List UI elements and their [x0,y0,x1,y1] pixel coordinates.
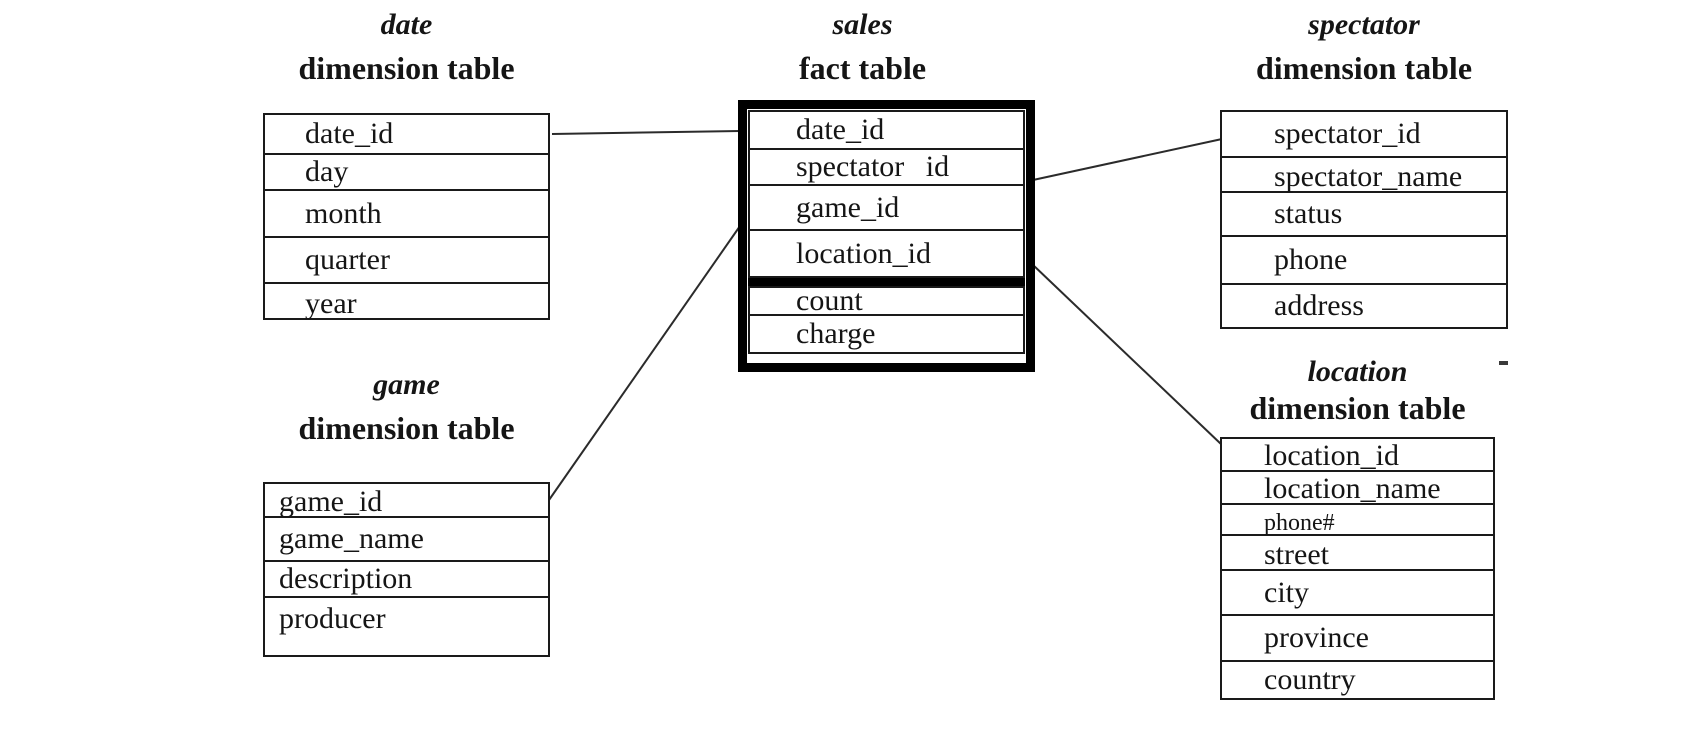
sales-table-title: sales fact table [714,8,1011,86]
table-row: year [305,287,357,321]
table-row: phone# [1222,505,1493,536]
game-table-type-label: dimension table [298,410,515,446]
table-row: game_id [265,484,548,518]
table-row: description [265,562,548,598]
table-row: spectator_id [1222,112,1506,158]
table-row: charge [796,317,876,350]
relationship-line-game-sales [548,225,741,501]
spectator-table-title: spectator dimension table [1220,8,1508,86]
table-row: month [265,191,548,238]
table-row: quarter [265,238,548,284]
sales-fact-table: date_id spectator id game_id location_id… [738,100,1035,372]
table-row: phone [1222,237,1506,285]
table-row: game_id [750,186,1023,231]
table-row: date_id [265,115,548,155]
table-row: country [1264,663,1356,696]
fact-key-section: date_id spectator id game_id location_id [748,110,1025,278]
date-dimension-table: date_id day month quarter year [263,113,550,320]
table-row: spectator id [750,150,1023,186]
table-row: location_id [796,236,931,270]
table-row: street [1222,536,1493,571]
game-table-name: game [373,368,440,401]
relationship-line-sales-spectator [1032,138,1223,181]
table-row: day [265,155,548,191]
table-row: location_name [1222,472,1493,505]
location-table-name: location [1307,355,1408,388]
sales-table-type-label: fact table [798,50,927,86]
table-row: status [1222,193,1506,237]
game-table-title: game dimension table [263,368,550,446]
date-table-type-label: dimension table [298,50,515,86]
sales-table-name: sales [832,8,893,41]
spectator-dimension-table: spectator_id spectator_name status phone… [1220,110,1508,329]
game-dimension-table: game_id game_name description producer [263,482,550,657]
table-row: province [1222,616,1493,662]
table-row: location_id [1222,439,1493,472]
table-row: count [750,284,1023,317]
table-row: city [1222,571,1493,616]
relationship-line-date-sales [551,130,741,135]
location-table-title: location dimension table [1220,355,1495,426]
location-table-type-label: dimension table [1249,390,1466,426]
table-row: address [1274,289,1364,322]
table-row: date_id [750,112,1023,150]
stray-page-mark [1499,361,1508,365]
spectator-table-type-label: dimension table [1255,50,1473,86]
fact-section-divider [748,278,1025,286]
spectator-table-name: spectator [1308,8,1420,41]
date-table-name: date [380,8,433,41]
relationship-line-sales-location [1031,263,1223,446]
date-table-title: date dimension table [263,8,550,86]
location-dimension-table: location_id location_name phone# street … [1220,437,1495,700]
table-row: game_name [265,518,548,562]
table-row: producer [279,602,386,635]
table-row: spectator_name [1222,158,1506,193]
fact-measure-section: count charge [748,284,1025,354]
